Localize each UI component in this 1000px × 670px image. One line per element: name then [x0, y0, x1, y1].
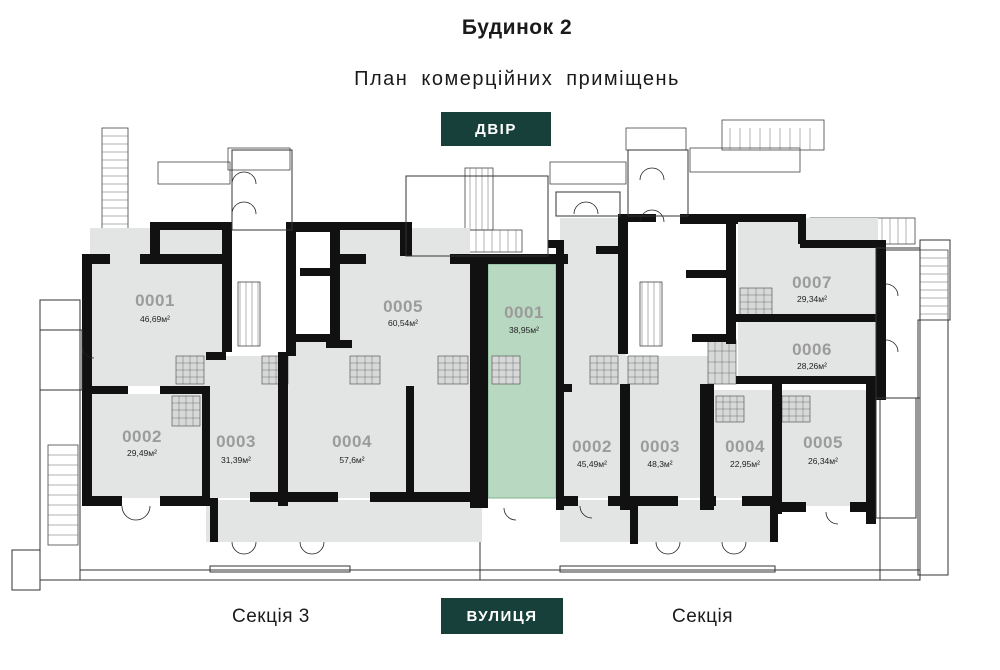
room-number: 0001 [504, 303, 544, 322]
doors [81, 167, 899, 555]
room-number: 0005 [803, 433, 843, 452]
room-area: 29,34м² [797, 294, 827, 304]
room-area: 46,69м² [140, 314, 170, 324]
room-number: 0004 [725, 437, 765, 456]
page-subtitle: План комерційних приміщень [354, 68, 680, 90]
room-number: 0003 [216, 432, 256, 451]
room-area: 48,3м² [647, 459, 672, 469]
section-right-label: Секція [672, 606, 733, 627]
room-number: 0001 [135, 291, 175, 310]
room-number: 0007 [792, 273, 832, 292]
room-number: 0006 [792, 340, 832, 359]
room-number: 0004 [332, 432, 372, 451]
room-area: 22,95м² [730, 459, 760, 469]
room-labels: 0001 46,69м² 0002 29,49м² 0003 31,39м² 0… [122, 273, 843, 469]
room-area: 29,49м² [127, 448, 157, 458]
room-number: 0003 [640, 437, 680, 456]
room-number: 0002 [572, 437, 612, 456]
section-3-label: Секція 3 [232, 606, 310, 627]
room-area: 57,6м² [339, 455, 364, 465]
room-area: 28,26м² [797, 361, 827, 371]
room-number: 0005 [383, 297, 423, 316]
courtyard-label: ДВІР [441, 112, 551, 146]
room-area: 38,95м² [509, 325, 539, 335]
room-area: 31,39м² [221, 455, 251, 465]
tile-lines [172, 288, 810, 426]
room-area: 26,34м² [808, 456, 838, 466]
room-area: 45,49м² [577, 459, 607, 469]
street-label: ВУЛИЦЯ [441, 598, 563, 634]
walls [82, 214, 886, 544]
page-title: Будинок 2 [461, 16, 573, 39]
room-number: 0002 [122, 427, 162, 446]
room-area: 60,54м² [388, 318, 418, 328]
building-outline [39, 149, 921, 519]
